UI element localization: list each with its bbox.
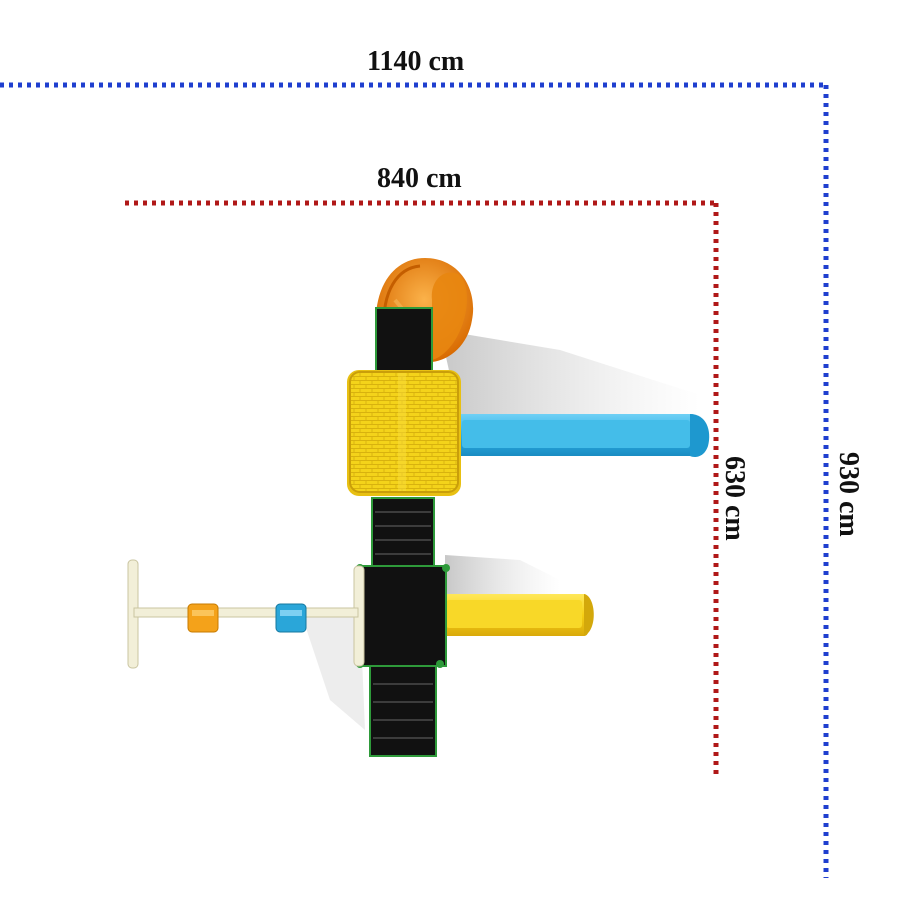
lower-deck (356, 564, 450, 668)
outer-depth-label: 930 cm (833, 452, 864, 537)
outer-dimension-line (0, 82, 829, 878)
inner-depth-label: 630 cm (719, 456, 750, 541)
yellow-roof (347, 370, 461, 496)
swing-seat-blue (275, 603, 307, 633)
blue-straight-slide (455, 414, 710, 457)
outer-width-label: 1140 cm (367, 46, 465, 77)
yellow-wave-slide (440, 594, 594, 636)
bottom-ladder (369, 665, 437, 757)
middle-bridge (371, 497, 435, 569)
upper-deck (375, 307, 433, 373)
inner-width-label: 840 cm (377, 163, 462, 194)
swing-set (127, 559, 365, 669)
swing-seat-orange (187, 603, 219, 633)
